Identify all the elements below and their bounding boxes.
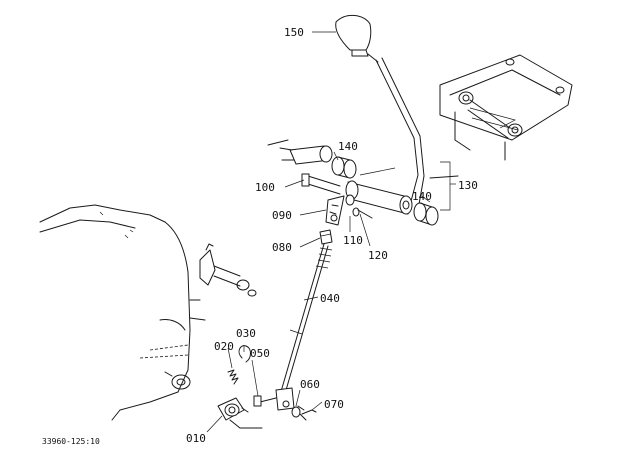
nut-080 (319, 229, 333, 245)
lever-arm-010 (217, 397, 263, 429)
callout-120: 120 (368, 249, 388, 262)
callout-010: 010 (186, 432, 206, 445)
bush-upper (331, 156, 357, 179)
callout-140-lower: 140 (412, 190, 432, 203)
callout-050: 050 (250, 347, 270, 360)
mounting-bracket (439, 54, 573, 161)
shift-lever (335, 15, 459, 215)
callout-110: 110 (343, 234, 363, 247)
callout-labels: 150 140 100 090 080 110 120 130 140 040 … (42, 26, 478, 446)
washer-pin (345, 194, 373, 219)
bush-lower (413, 202, 439, 226)
bolt-100 (301, 173, 341, 195)
leader-lines (206, 31, 456, 433)
pin-070 (301, 409, 317, 415)
spring-020 (227, 369, 239, 385)
callout-080: 080 (272, 241, 292, 254)
callout-090: 090 (272, 209, 292, 222)
yoke-090 (325, 195, 345, 226)
callout-020: 020 (214, 340, 234, 353)
callout-030: 030 (236, 327, 256, 340)
callout-140-upper: 140 (338, 140, 358, 153)
callout-040: 040 (320, 292, 340, 305)
callout-100: 100 (255, 181, 275, 194)
transmission-housing (39, 204, 257, 421)
drawing-number: 33960-125:10 (42, 437, 100, 446)
callout-130: 130 (458, 179, 478, 192)
callout-070: 070 (324, 398, 344, 411)
callout-060: 060 (300, 378, 320, 391)
shift-rod-040 (279, 243, 333, 398)
upper-joint (267, 139, 333, 165)
lower-yoke (275, 387, 307, 421)
bolt-050 (253, 395, 277, 407)
clip-030 (238, 345, 251, 363)
callout-150: 150 (284, 26, 304, 39)
